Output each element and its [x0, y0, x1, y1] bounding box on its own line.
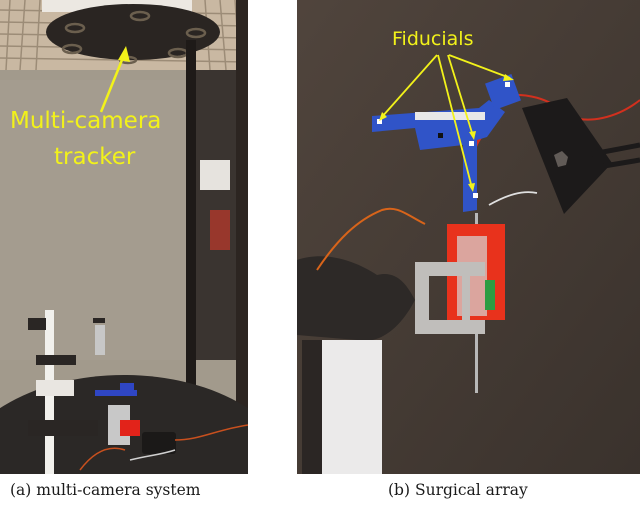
caption-b: (b) Surgical array [388, 481, 528, 499]
caption-a-text: multi-camera system [36, 481, 201, 499]
fiducial-arrows [380, 54, 511, 189]
fiducial-markers [377, 82, 510, 198]
camera-tracker-disc [46, 4, 220, 60]
grey-frame [415, 262, 485, 334]
scene-multi-camera [0, 0, 248, 474]
annotation-fiducials: Fiducials [392, 28, 474, 50]
white-box [312, 340, 382, 474]
scene-surgical-array [297, 0, 640, 474]
tracker-arrow [99, 46, 130, 113]
photo-multi-camera-system: Multi-camera tracker [0, 0, 248, 474]
robot-arm [297, 256, 415, 341]
controller-box [522, 98, 612, 214]
annotation-tracker: tracker [54, 144, 136, 170]
photo-surgical-array [297, 0, 640, 474]
caption-b-label: (b) [388, 481, 411, 499]
caption-a-label: (a) [10, 481, 32, 499]
caption-b-text: Surgical array [414, 481, 528, 499]
caption-a: (a) multi-camera system [10, 481, 200, 499]
annotation-multi-camera: Multi-camera [10, 108, 162, 134]
